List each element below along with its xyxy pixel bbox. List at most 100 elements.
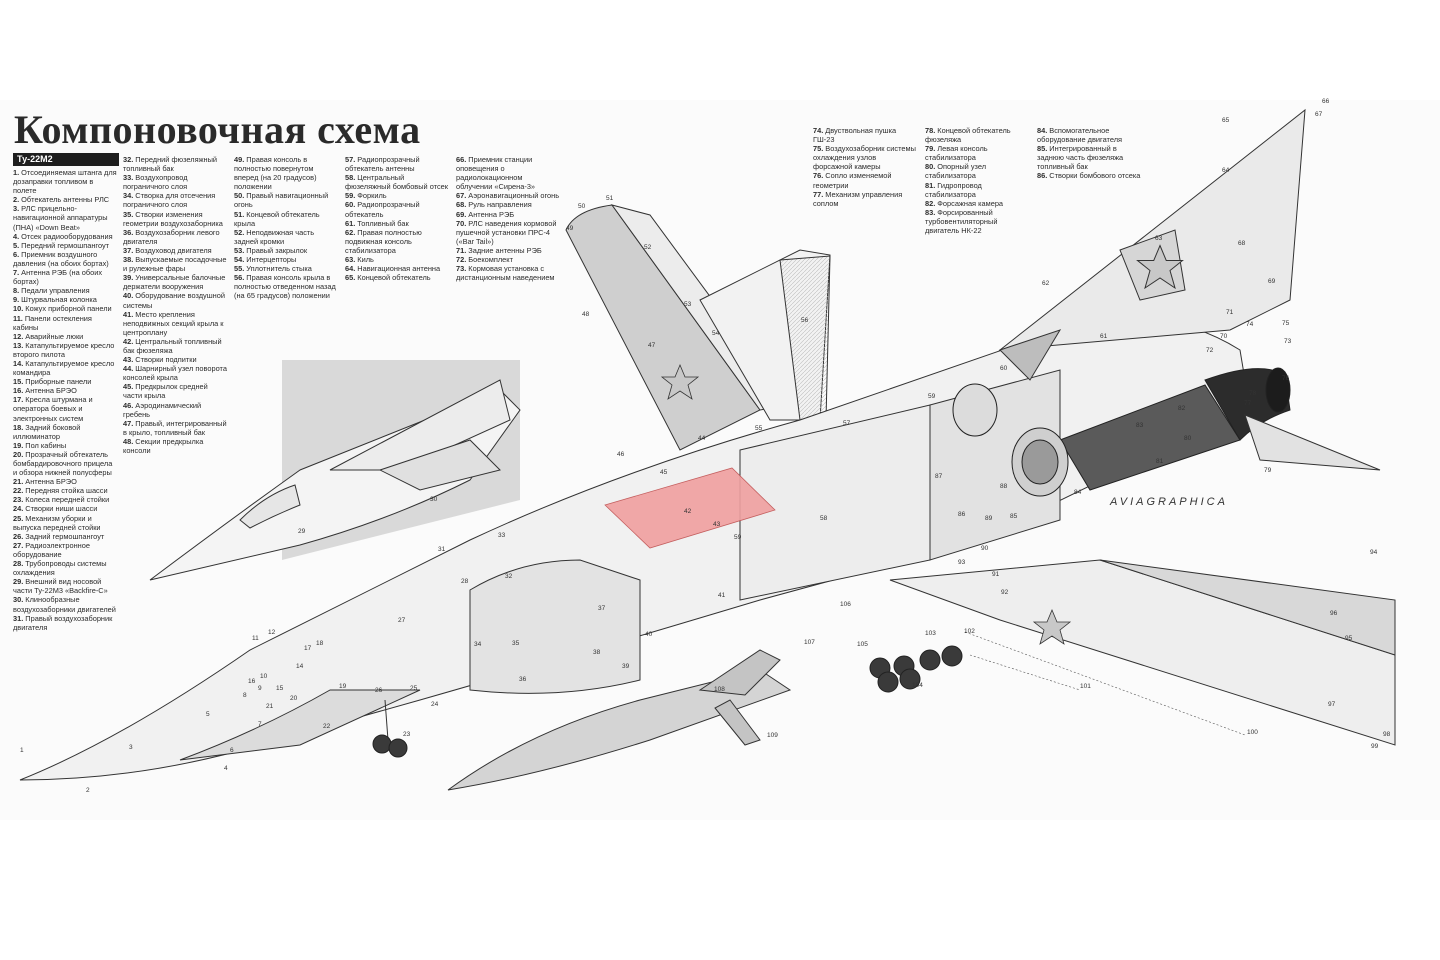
legend-item-number: 76. xyxy=(813,171,824,181)
callout-number: 53 xyxy=(684,301,692,308)
legend-item: 69.Антенна РЭБ xyxy=(456,210,560,219)
legend-item-number: 44. xyxy=(123,364,134,374)
legend-item: 26.Задний гермошпангоут xyxy=(13,532,117,541)
legend-item: 37.Воздуховод двигателя xyxy=(123,246,227,255)
star-icon xyxy=(1032,608,1072,645)
legend-item: 58.Центральный фюзеляжный бомбовый отсек xyxy=(345,173,449,191)
legend-item-number: 10. xyxy=(13,304,24,314)
legend-item-number: 74. xyxy=(813,126,824,135)
legend-item-text: Створка для отсечения пограничного слоя xyxy=(123,191,216,210)
callout-number: 102 xyxy=(964,628,975,635)
legend-item: 29.Внешний вид носовой части Ту-22М3 «Ba… xyxy=(13,577,117,595)
callout-number: 62 xyxy=(1042,280,1050,287)
legend-item: 31.Правый воздухозаборник двигателя xyxy=(13,614,117,632)
callout-number: 39 xyxy=(622,663,630,670)
legend-item: 74.Двуствольная пушка ГШ-23 xyxy=(813,126,917,144)
callout-number: 42 xyxy=(684,508,692,515)
legend-item-text: Антенна БРЭО xyxy=(25,477,77,487)
legend-item-text: Прозрачный обтекатель бомбардировочного … xyxy=(13,449,113,478)
legend-item: 45.Предкрылок средней части крыла xyxy=(123,382,227,400)
legend-item-number: 59. xyxy=(345,191,356,201)
callout-number: 69 xyxy=(1268,278,1276,285)
legend-item-text: Оборудование воздушной системы xyxy=(123,291,225,310)
legend-item-number: 63. xyxy=(345,255,356,265)
legend-item-text: Воздухопровод пограничного слоя xyxy=(123,173,188,192)
model-label: Ту-22М2 xyxy=(13,153,119,166)
callout-number: 97 xyxy=(1328,701,1336,708)
legend-item-number: 50. xyxy=(234,191,245,201)
callout-number: 95 xyxy=(1345,635,1353,642)
legend-item: 51.Концевой обтекатель крыла xyxy=(234,210,338,228)
legend-item-number: 41. xyxy=(123,309,134,319)
legend-item-number: 65. xyxy=(345,273,356,283)
legend-item: 21.Антенна БРЭО xyxy=(13,477,117,486)
legend-item-number: 86. xyxy=(1037,171,1048,181)
legend-item: 27.Радиоэлектронное оборудование xyxy=(13,541,117,559)
legend-item: 61.Топливный бак xyxy=(345,219,449,228)
legend-item-text: Отсек радиооборудования xyxy=(21,231,113,241)
legend-item-number: 60. xyxy=(345,200,356,210)
legend-item: 59.Форкиль xyxy=(345,191,449,200)
legend-item-text: Шарнирный узел поворота консолей крыла xyxy=(123,364,227,383)
right-wing xyxy=(565,204,831,451)
legend-item-text: Кожух приборной панели xyxy=(25,304,112,314)
legend-item-text: Руль направления xyxy=(468,200,532,210)
legend-item-text: Воздухозаборник системы охлаждения узлов… xyxy=(813,144,916,172)
callout-number: 101 xyxy=(1080,683,1091,690)
legend-item-text: Интерцепторы xyxy=(246,255,297,265)
legend-item-text: Задний боковой иллюминатор xyxy=(13,422,81,441)
legend-item-text: Задний гермошпангоут xyxy=(25,531,105,541)
sweep-guides xyxy=(964,631,1246,736)
callout-number: 49 xyxy=(566,225,574,232)
legend-item-text: Гидропровод стабилизатора xyxy=(925,180,982,199)
legend-item-number: 22. xyxy=(13,486,24,496)
legend-item: 28.Трубопроводы системы охлаждения xyxy=(13,559,117,577)
callout-number: 61 xyxy=(1100,333,1108,340)
callout-number: 86 xyxy=(958,511,966,518)
legend-item: 25.Механизм уборки и выпуска передней ст… xyxy=(13,514,117,532)
legend-item: 11.Панели остекления кабины xyxy=(13,314,117,332)
legend-item-text: Колеса передней стойки xyxy=(25,495,110,505)
legend-item-text: Правый, интегрированный в крыло, топливн… xyxy=(123,418,227,437)
legend-item: 1.Отсоединяемая штанга для дозаправки то… xyxy=(13,168,117,195)
legend-item-number: 32. xyxy=(123,155,134,164)
legend-column-1: 1.Отсоединяемая штанга для дозаправки то… xyxy=(13,168,117,632)
legend-item-number: 66. xyxy=(456,155,467,164)
legend-item: 49.Правая консоль в полностью повернутом… xyxy=(234,155,338,191)
callout-number: 106 xyxy=(840,601,851,608)
callout-number: 63 xyxy=(1155,235,1163,242)
legend-item: 40.Оборудование воздушной системы xyxy=(123,291,227,309)
callout-number: 41 xyxy=(718,592,726,599)
legend-item-number: 39. xyxy=(123,273,134,283)
legend-item-number: 13. xyxy=(13,340,24,350)
legend-item-number: 6. xyxy=(13,249,20,259)
legend-item-text: Антенна БРЭО xyxy=(25,386,77,396)
legend-item-text: Обтекатель антенны РЛС xyxy=(21,195,110,205)
legend-item: 2.Обтекатель антенны РЛС xyxy=(13,195,117,204)
callout-number: 40 xyxy=(645,631,653,638)
legend-item-number: 47. xyxy=(123,418,134,428)
legend-item-number: 84. xyxy=(1037,126,1048,135)
legend-item-number: 38. xyxy=(123,255,134,265)
legend-item: 85.Интегрированный в заднюю часть фюзеля… xyxy=(1037,144,1141,171)
legend-item-number: 67. xyxy=(456,191,467,201)
legend-item-number: 83. xyxy=(925,207,936,217)
callout-number: 12 xyxy=(268,629,276,636)
legend-item: 13.Катапультируемое кресло второго пилот… xyxy=(13,341,117,359)
legend-item: 71.Задние антенны РЭБ xyxy=(456,246,560,255)
legend-item-number: 46. xyxy=(123,400,134,410)
legend-item-text: Створки бомбового отсека xyxy=(1049,171,1141,181)
legend-item-number: 8. xyxy=(13,286,20,296)
legend-item-number: 54. xyxy=(234,255,245,265)
star-insignias xyxy=(660,244,1184,645)
callout-number: 75 xyxy=(1282,320,1290,327)
callout-number: 18 xyxy=(316,640,324,647)
legend-item-number: 5. xyxy=(13,240,20,250)
legend-item: 63.Киль xyxy=(345,255,449,264)
legend-item-text: Створки изменения геометрии воздухозабор… xyxy=(123,209,223,228)
legend-item-number: 57. xyxy=(345,155,356,164)
legend-item-text: Двуствольная пушка ГШ-23 xyxy=(813,126,897,145)
legend-item-number: 69. xyxy=(456,209,467,219)
